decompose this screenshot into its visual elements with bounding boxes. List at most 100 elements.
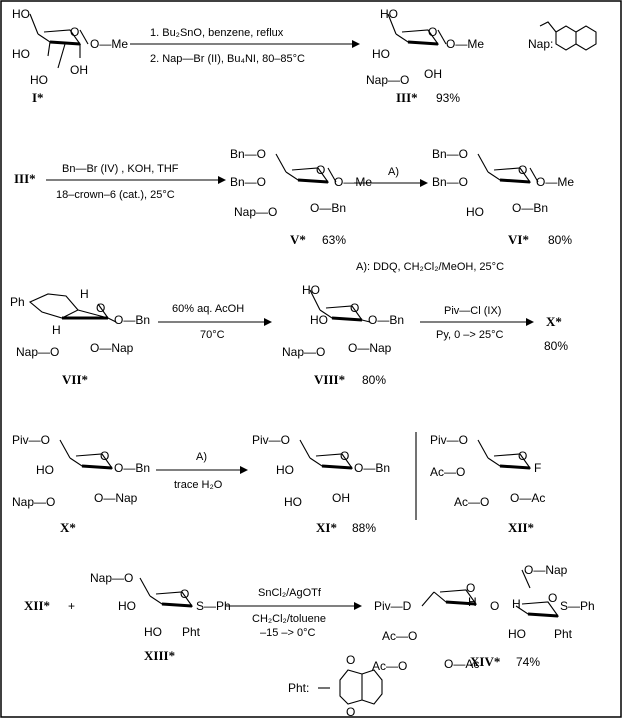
svg-text:HO: HO [284, 495, 302, 509]
svg-text:Ac—O: Ac—O [430, 465, 465, 479]
r6-top: A) [196, 451, 207, 463]
compound-X-product-label: X* [546, 314, 562, 329]
plus-sign: + [68, 599, 75, 613]
svg-text:Ac—O: Ac—O [454, 495, 489, 509]
svg-text:Bn—O: Bn—O [432, 175, 468, 189]
svg-text:HO: HO [380, 7, 398, 21]
compound-VI-yield: 80% [548, 233, 572, 247]
compound-I-structure: HO HO OH HO O O—Me [12, 7, 128, 87]
svg-text:O—Bn: O—Bn [368, 313, 404, 327]
arrow-r6-head [240, 466, 248, 474]
svg-text:O: O [96, 301, 105, 315]
compound-V-yield: 63% [322, 233, 346, 247]
compound-VIII-structure: HO HO O O—Bn Nap—O O—Nap [282, 283, 404, 359]
svg-text:O: O [428, 25, 437, 39]
svg-text:HO: HO [36, 463, 54, 477]
compound-XIII-label: XIII* [144, 648, 175, 663]
r7-top: SnCl₂/AgOTf [258, 587, 322, 599]
svg-text:Nap—O: Nap—O [90, 571, 133, 585]
svg-text:OH: OH [332, 491, 350, 505]
compound-III-structure: HO HO OH Nap—O O O—Me [366, 7, 484, 87]
svg-text:H: H [468, 595, 477, 609]
svg-text:Pht: Pht [182, 625, 201, 639]
compound-XII-ref-label: XII* [24, 598, 50, 613]
svg-text:OH: OH [424, 67, 442, 81]
svg-text:O—Nap: O—Nap [348, 341, 392, 355]
svg-text:O: O [548, 591, 557, 605]
svg-text:O—Me: O—Me [536, 175, 574, 189]
compound-XI-label: XI* [316, 520, 337, 535]
svg-text:Nap—O: Nap—O [282, 345, 325, 359]
compound-V-label: V* [290, 232, 306, 247]
svg-text:O: O [346, 705, 355, 718]
svg-text:HO: HO [310, 313, 328, 327]
svg-text:Pht: Pht [554, 627, 573, 641]
svg-text:O—Nap: O—Nap [524, 563, 568, 577]
svg-text:H: H [52, 323, 61, 337]
compound-III-yield: 93% [436, 91, 460, 105]
svg-text:O: O [350, 301, 359, 315]
compound-VII-structure: Ph H O O—Bn H Nap—O O—Nap [10, 287, 150, 359]
svg-text:H: H [512, 597, 521, 611]
svg-text:Piv—O: Piv—O [430, 433, 468, 447]
compound-VIII-yield: 80% [362, 373, 386, 387]
naphthylmethyl-structure [539, 21, 597, 51]
svg-text:Bn—O: Bn—O [230, 175, 266, 189]
r3-top: A) [388, 166, 399, 178]
compound-XI-structure: Piv—O HO O O—Bn HO OH [252, 433, 390, 509]
compound-X-product-yield: 80% [544, 339, 568, 353]
svg-text:HO: HO [508, 627, 526, 641]
compound-I-label: I* [32, 90, 44, 105]
compound-XIV-yield: 74% [516, 655, 540, 669]
footnote-A: A): DDQ, CH₂Cl₂/MeOH, 25°C [356, 261, 504, 273]
r4-top: 60% aq. AcOH [172, 303, 244, 315]
svg-text:HO: HO [30, 73, 48, 87]
svg-text:F: F [534, 461, 541, 475]
compound-VIII-label: VIII* [314, 372, 345, 387]
r6-bottom: trace H₂O [174, 479, 223, 491]
svg-text:Ac—O: Ac—O [382, 629, 417, 643]
svg-text:O—Ac: O—Ac [510, 491, 545, 505]
r2-bottom: 18–crown–6 (cat.), 25°C [56, 189, 175, 201]
svg-text:O—Me: O—Me [334, 175, 372, 189]
compound-VI-structure: Bn—O Bn—O O O—Me HO O—Bn [432, 147, 574, 219]
compound-XI-yield: 88% [352, 521, 376, 535]
r7-extra: –15 –> 0°C [260, 627, 316, 639]
compound-XIV-label: XIV* [470, 654, 500, 669]
svg-text:HO: HO [372, 47, 390, 61]
svg-text:HO: HO [302, 283, 320, 297]
svg-text:O—Bn: O—Bn [310, 201, 346, 215]
svg-text:O: O [340, 449, 349, 463]
svg-text:O: O [180, 587, 189, 601]
phthalimide-structure: O O H [318, 653, 383, 718]
svg-text:Bn—O: Bn—O [230, 147, 266, 161]
svg-text:HO: HO [118, 599, 136, 613]
svg-text:O—Me: O—Me [446, 37, 484, 51]
arrow-r4-head [264, 318, 272, 326]
nap-legend-label: Nap: [528, 37, 553, 51]
svg-text:OH: OH [70, 63, 88, 77]
arrow-r7-head [354, 602, 362, 610]
svg-text:Nap—O: Nap—O [366, 73, 409, 87]
svg-text:Bn—O: Bn—O [432, 147, 468, 161]
svg-text:HO: HO [466, 205, 484, 219]
svg-text:Ph: Ph [10, 295, 25, 309]
svg-text:O: O [490, 599, 499, 613]
svg-text:O—Me: O—Me [90, 37, 128, 51]
svg-text:O: O [346, 653, 355, 667]
svg-text:HO: HO [12, 7, 30, 21]
r5-bottom: Py, 0 –> 25°C [436, 329, 504, 341]
compound-VII-label: VII* [62, 372, 88, 387]
svg-text:Piv—O: Piv—O [252, 433, 290, 447]
svg-text:O: O [70, 25, 79, 39]
compound-III-ref-label: III* [14, 171, 36, 186]
compound-XII-label: XII* [508, 520, 534, 535]
compound-VI-label: VI* [508, 232, 529, 247]
arrow-r2-head [218, 176, 226, 184]
svg-text:Nap—O: Nap—O [234, 205, 277, 219]
pht-legend-label: Pht: [288, 681, 309, 695]
svg-text:Piv—D: Piv—D [374, 599, 412, 613]
svg-text:H: H [80, 287, 89, 301]
